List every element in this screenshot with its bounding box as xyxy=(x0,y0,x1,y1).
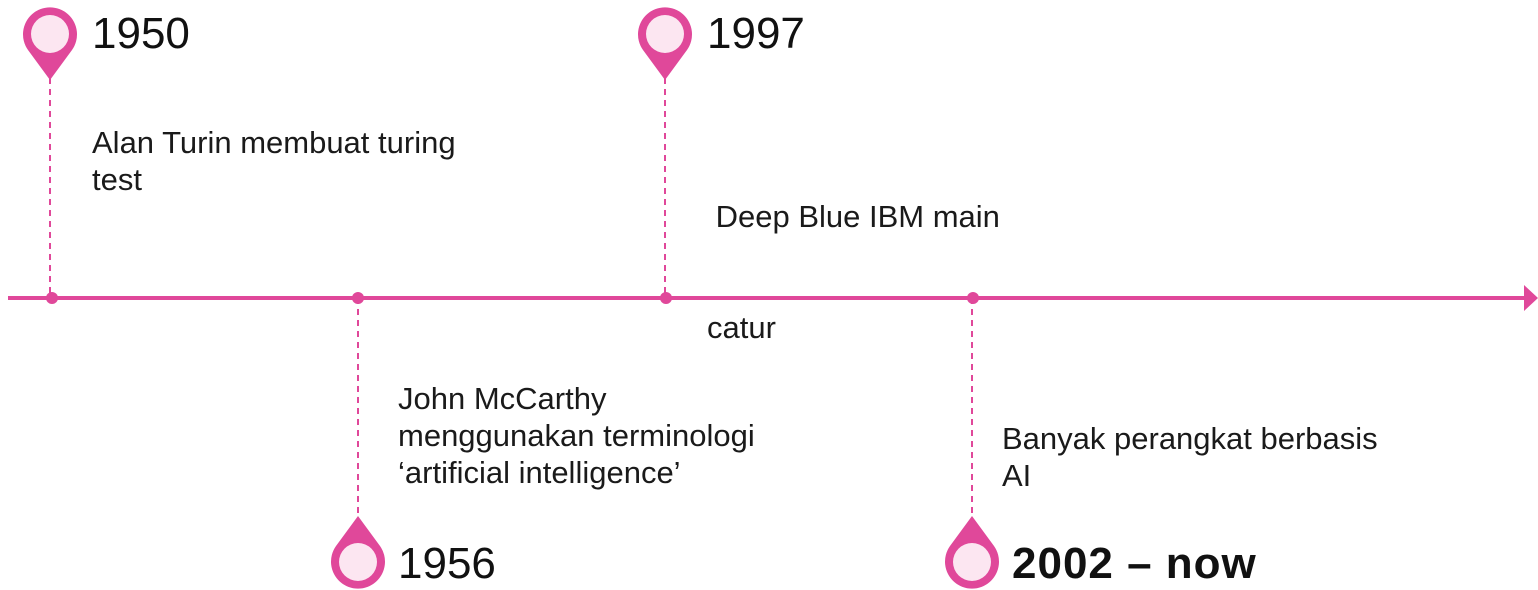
event-year-1956: 1956 xyxy=(398,539,496,588)
description-line: Deep Blue IBM main xyxy=(707,199,1000,234)
description-line: test xyxy=(92,162,142,197)
map-pin-icon-1950 xyxy=(23,7,78,80)
description-line: AI xyxy=(1002,458,1032,493)
map-pin-icon-2002 xyxy=(945,516,999,589)
axis-dot-1997 xyxy=(660,292,672,304)
event-description-1997: Deep Blue IBM main catur xyxy=(707,124,1000,383)
event-description-1950: Alan Turin membuat turing test xyxy=(92,124,456,198)
description-line: menggunakan terminologi xyxy=(398,418,755,453)
event-description-1956: John McCarthy menggunakan terminologi ‘a… xyxy=(398,380,755,491)
axis-dot-1956 xyxy=(352,292,364,304)
event-year-1950: 1950 xyxy=(92,9,190,58)
description-line: Alan Turin membuat turing xyxy=(92,125,456,160)
axis-dot-2002 xyxy=(967,292,979,304)
event-description-2002: Banyak perangkat berbasis AI xyxy=(1002,420,1378,494)
description-line: ‘artificial intelligence’ xyxy=(398,455,681,490)
timeline-arrowhead xyxy=(1524,285,1538,311)
axis-dot-1950 xyxy=(46,292,58,304)
map-pin-icon-1997 xyxy=(637,7,692,81)
description-line: Banyak perangkat berbasis xyxy=(1002,421,1378,456)
description-line: catur xyxy=(707,310,776,345)
map-pin-icon-1956 xyxy=(331,516,385,589)
event-year-1997: 1997 xyxy=(707,9,805,58)
event-year-2002-now: 2002 – now xyxy=(1012,539,1257,588)
description-line: John McCarthy xyxy=(398,381,607,416)
